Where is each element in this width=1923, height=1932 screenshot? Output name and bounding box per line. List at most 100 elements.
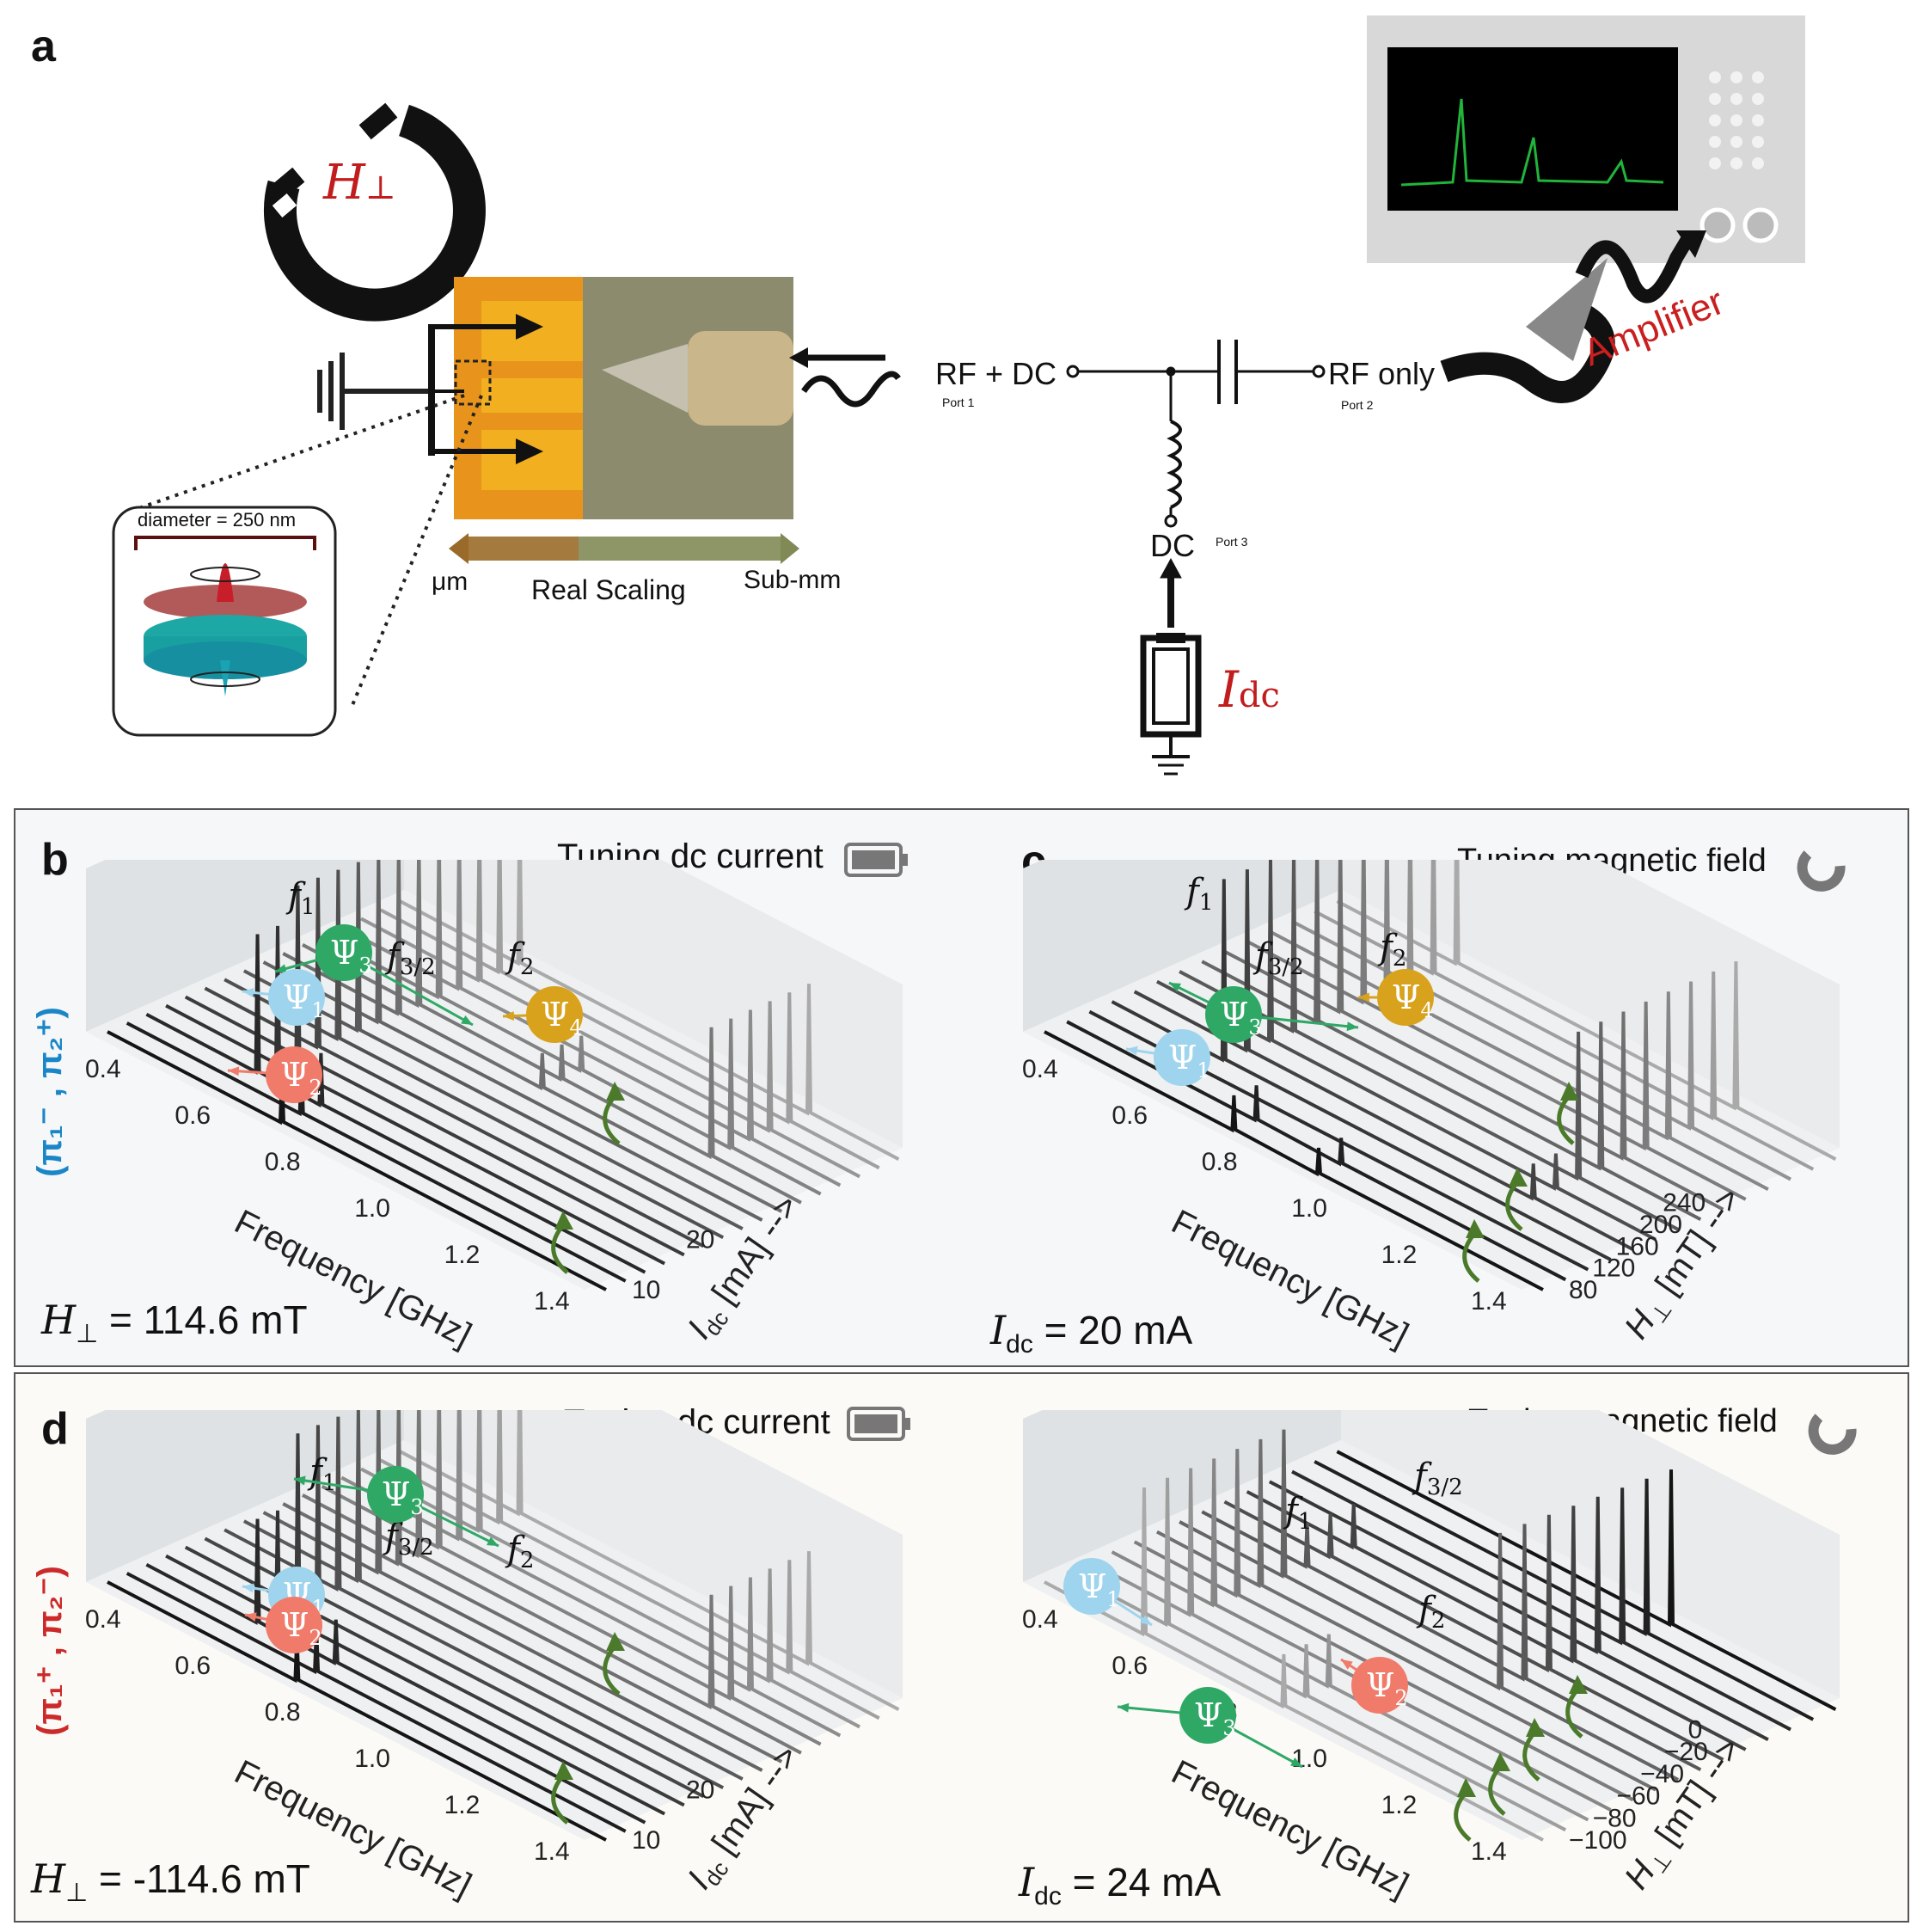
green-arrow-head-icon xyxy=(1560,1082,1579,1101)
y-tick-label: 240 xyxy=(1663,1189,1706,1217)
psi3-label: Ψ3 xyxy=(1220,996,1262,1040)
nanopillar-inset xyxy=(112,506,337,737)
psi1-label: Ψ1 xyxy=(1168,1039,1210,1083)
psi3-label: Ψ3 xyxy=(1194,1696,1236,1740)
freq-tick-label: 1.0 xyxy=(354,1194,390,1223)
spectrum-trace xyxy=(1314,1460,1815,1721)
psi1-circle xyxy=(268,969,325,1026)
y-tick-label: 10 xyxy=(632,1276,660,1304)
psi1-circle xyxy=(1154,1029,1210,1086)
freq-tick-label: 0.8 xyxy=(265,1698,301,1727)
magnet-icon xyxy=(1808,1414,1857,1455)
panel-label-b: b xyxy=(41,835,69,885)
spectrum-trace xyxy=(379,1410,880,1720)
green-arrow-head-icon xyxy=(606,1082,625,1101)
dc-label: DC xyxy=(1150,528,1195,563)
spectrum-trace xyxy=(302,1410,802,1755)
rf-only-label: RF only xyxy=(1328,356,1436,391)
panel-c-condition: Idc = 20 mA xyxy=(990,1307,1193,1359)
green-arrow-icon xyxy=(1565,1688,1583,1739)
y-tick-label: 20 xyxy=(686,1776,714,1805)
psi2-label: Ψ2 xyxy=(280,1056,322,1100)
spectrum-trace xyxy=(1336,860,1837,1161)
spectrum-trace xyxy=(1223,1500,1724,1762)
battery-icon xyxy=(844,843,908,877)
scale-right-label: Sub-mm xyxy=(744,566,842,594)
green-arrow-head-icon xyxy=(1569,1675,1588,1694)
y-tick-label: −20 xyxy=(1664,1738,1708,1766)
y-tick-label: −100 xyxy=(1569,1826,1627,1855)
y-tick-label: 160 xyxy=(1616,1232,1659,1260)
spectrum-trace xyxy=(165,925,666,1266)
freq-tick-label: 1.2 xyxy=(444,1791,481,1819)
peak-label-f2: f2 xyxy=(1377,928,1406,972)
freq-tick-label: 0.4 xyxy=(85,1605,121,1634)
spectrum-trace xyxy=(1111,1458,1612,1812)
spectrum-trace xyxy=(321,1410,822,1746)
y-tick-label: 0 xyxy=(1688,1715,1703,1744)
psi3-arrow-head xyxy=(1169,983,1181,992)
floor xyxy=(1023,1440,1840,1840)
spectrum-trace xyxy=(302,860,802,1205)
psi3-label: Ψ3 xyxy=(382,1475,424,1519)
freq-tick-label: 1.4 xyxy=(1471,1287,1507,1316)
panel-a-setup-diagram xyxy=(112,15,1805,776)
spectrum-trace xyxy=(1179,860,1680,1231)
spectrum-trace xyxy=(360,860,860,1179)
y-tick-label: −40 xyxy=(1640,1760,1684,1788)
spectrum-trace xyxy=(165,1510,666,1816)
psi3-arrow-head xyxy=(461,1015,473,1025)
spectrum-trace xyxy=(1066,1477,1567,1832)
spectrum-trace xyxy=(1066,1020,1567,1282)
y-tick-label: 10 xyxy=(632,1826,660,1855)
spectrum-trace xyxy=(1223,860,1724,1211)
freq-tick-label: 0.8 xyxy=(1202,1148,1238,1176)
horseshoe-magnet-icon xyxy=(264,102,486,322)
freq-tick-label: 1.2 xyxy=(1381,1241,1418,1269)
psi3-circle xyxy=(1179,1687,1236,1744)
freq-axis-label: Frequency [GHz] xyxy=(1166,1203,1414,1354)
psi3-arrow-head xyxy=(1346,1021,1358,1032)
rf-signal-icon xyxy=(789,347,901,408)
spectrum-trace xyxy=(1201,1510,1702,1772)
psi1-circle xyxy=(1063,1558,1120,1615)
spectrum-trace xyxy=(399,1410,900,1711)
port3-label: Port 3 xyxy=(1216,535,1248,549)
freq-axis-label: Frequency [GHz] xyxy=(229,1753,477,1904)
freq-tick-label: 0.6 xyxy=(1112,1652,1148,1680)
freq-tick-label: 0.6 xyxy=(1112,1101,1148,1130)
green-arrow-icon xyxy=(551,1224,569,1274)
green-arrow-head-icon xyxy=(1526,1718,1545,1737)
psi4-arrow-head xyxy=(1358,992,1369,1003)
freq-tick-label: 1.4 xyxy=(534,1287,570,1316)
psi3-arrow-head xyxy=(275,964,287,973)
psi2-label: Ψ2 xyxy=(280,1606,322,1650)
psi2-circle xyxy=(266,1597,322,1653)
psi1-arrow-head xyxy=(242,988,254,997)
rf-dc-label: RF + DC xyxy=(935,356,1057,391)
freq-tick-label: 0.6 xyxy=(175,1101,211,1130)
spectrum-trace xyxy=(399,860,900,1161)
freq-tick-label: 1.4 xyxy=(1471,1837,1507,1866)
psi2-label: Ψ2 xyxy=(1366,1666,1408,1710)
psi1-arrow-head xyxy=(1126,1046,1138,1056)
peak-label-f1: f1 xyxy=(1184,872,1213,916)
psi3-arrow-head xyxy=(1290,1757,1302,1767)
spectrum-trace xyxy=(1201,860,1702,1222)
spectrum-trace xyxy=(360,1410,860,1729)
freq-tick-label: 1.2 xyxy=(1381,1791,1418,1819)
psi3-circle xyxy=(315,924,372,981)
spectrum-trace xyxy=(340,860,842,1187)
real-scaling-bar xyxy=(449,533,799,564)
psi3-circle xyxy=(367,1466,424,1523)
floor xyxy=(86,1440,903,1840)
psi1-label: Ψ1 xyxy=(283,978,325,1022)
green-arrow-head-icon xyxy=(606,1632,625,1651)
psi4-label: Ψ4 xyxy=(541,996,583,1040)
spectrum-trace xyxy=(1044,1030,1544,1291)
freq-tick-label: 1.4 xyxy=(534,1837,570,1866)
freq-tick-label: 0.4 xyxy=(1022,1055,1058,1083)
spectrum-trace xyxy=(321,860,822,1196)
spectrum-trace xyxy=(1291,1469,1791,1732)
freq-tick-label: 1.2 xyxy=(444,1241,481,1269)
